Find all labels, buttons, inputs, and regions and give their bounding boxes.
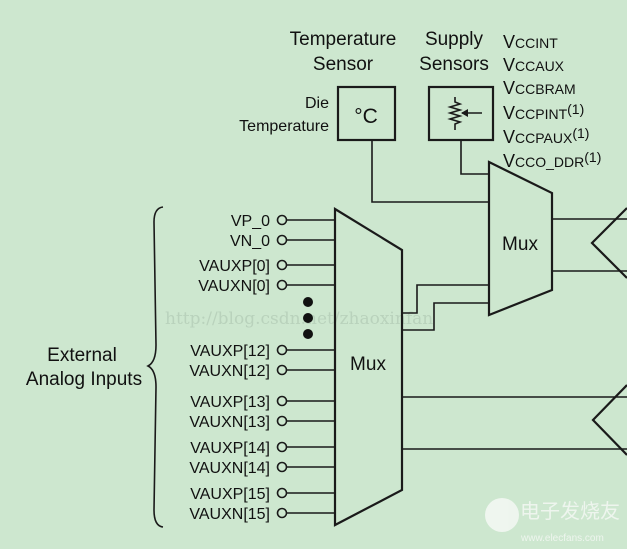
- pin-terminal-icon: [276, 364, 288, 376]
- large-mux: [333, 207, 404, 527]
- mux-link-1: [402, 284, 489, 314]
- adc-b-symbol: [591, 384, 627, 456]
- pin-label: VAUXN[15]: [189, 506, 270, 523]
- pin-label: VAUXN[12]: [189, 363, 270, 380]
- supply-sensor-box: [427, 85, 495, 142]
- small-mux: [487, 160, 554, 317]
- pin-label: VAUXN[0]: [198, 278, 270, 295]
- pin-terminal-icon: [276, 441, 288, 453]
- pin-terminal-icon: [276, 395, 288, 407]
- input-pin: VAUXP[0]: [199, 258, 335, 275]
- input-pin: VAUXN[12]: [189, 363, 335, 380]
- adc-a-symbol: [590, 207, 627, 279]
- ellipsis-dot-icon: [303, 329, 313, 339]
- supply-sensors-title-line1: Supply: [425, 29, 484, 50]
- input-pin: VAUXP[15]: [190, 486, 335, 503]
- watermark-logo-text: 电子发烧友: [520, 499, 620, 523]
- supply-sensors-title-line2: Sensors: [419, 54, 489, 75]
- rail-vccbram: VCCBRAM: [503, 78, 576, 98]
- temperature-sensor-title-line1: Temperature: [290, 29, 397, 50]
- rail-vcco-ddr: VCCO_DDR(1): [503, 149, 601, 171]
- input-pin: VAUXP[14]: [190, 440, 335, 457]
- input-pin: VN_0: [230, 233, 335, 250]
- rail-vccpaux: VCCPAUX(1): [503, 125, 589, 147]
- pin-label: VAUXN[13]: [189, 414, 270, 431]
- pin-terminal-icon: [276, 487, 288, 499]
- curly-brace: [146, 206, 164, 528]
- temperature-sensor-box: [336, 85, 397, 142]
- pin-terminal-icon: [276, 461, 288, 473]
- ellipsis-dot-icon: [303, 297, 313, 307]
- pin-label: VAUXP[14]: [190, 440, 270, 457]
- small-mux-label: Mux: [502, 234, 538, 255]
- celsius-icon: °C: [354, 105, 378, 128]
- input-pin: VAUXN[15]: [189, 506, 335, 523]
- pin-terminal-icon: [276, 507, 288, 519]
- input-pin: VAUXN[13]: [189, 414, 335, 431]
- external-inputs-label-line2: Analog Inputs: [26, 369, 142, 390]
- elecfans-watermark: 电子发烧友 www.elecfans.com: [485, 498, 620, 544]
- pin-label: VAUXN[14]: [189, 460, 270, 477]
- input-pin: VAUXN[14]: [189, 460, 335, 477]
- supply-rail-list: VCCINT VCCAUX VCCBRAM VCCPINT(1) VCCPAUX…: [503, 32, 601, 171]
- temperature-sensor-title-line2: Sensor: [313, 54, 374, 75]
- rail-vccpint: VCCPINT(1): [503, 101, 584, 123]
- input-pin: VAUXP[13]: [190, 394, 335, 411]
- supply-wire: [460, 140, 489, 175]
- variable-resistor-icon: [447, 97, 482, 130]
- input-pin: VAUXN[0]: [198, 278, 335, 295]
- temperature-wire: [371, 140, 489, 203]
- input-pin: VAUXP[12]: [190, 343, 335, 360]
- external-inputs-label-line1: External: [47, 345, 117, 366]
- large-mux-label: Mux: [350, 354, 386, 375]
- die-label-line2: Temperature: [239, 118, 329, 135]
- input-pin: VP_0: [231, 213, 335, 230]
- die-label-line1: Die: [305, 95, 329, 112]
- mux-link-2: [402, 302, 489, 331]
- pin-terminal-icon: [276, 415, 288, 427]
- pin-label: VAUXP[0]: [199, 258, 270, 275]
- watermark-logo-url: www.elecfans.com: [520, 533, 604, 544]
- pin-terminal-icon: [276, 214, 288, 226]
- pin-terminal-icon: [276, 259, 288, 271]
- rail-vccint: VCCINT: [503, 32, 558, 52]
- pin-terminal-icon: [276, 279, 288, 291]
- pin-label: VAUXP[15]: [190, 486, 270, 503]
- pin-label: VP_0: [231, 213, 270, 230]
- pin-terminal-icon: [276, 234, 288, 246]
- pin-label: VN_0: [230, 233, 270, 250]
- elecfans-logo-icon: [485, 498, 519, 532]
- rail-vccaux: VCCAUX: [503, 55, 565, 75]
- watermark-url: http://blog.csdn.net/zhaoxinfan: [165, 309, 433, 329]
- pin-label: VAUXP[12]: [190, 343, 270, 360]
- pin-label: VAUXP[13]: [190, 394, 270, 411]
- ellipsis-dot-icon: [303, 313, 313, 323]
- pin-terminal-icon: [276, 344, 288, 356]
